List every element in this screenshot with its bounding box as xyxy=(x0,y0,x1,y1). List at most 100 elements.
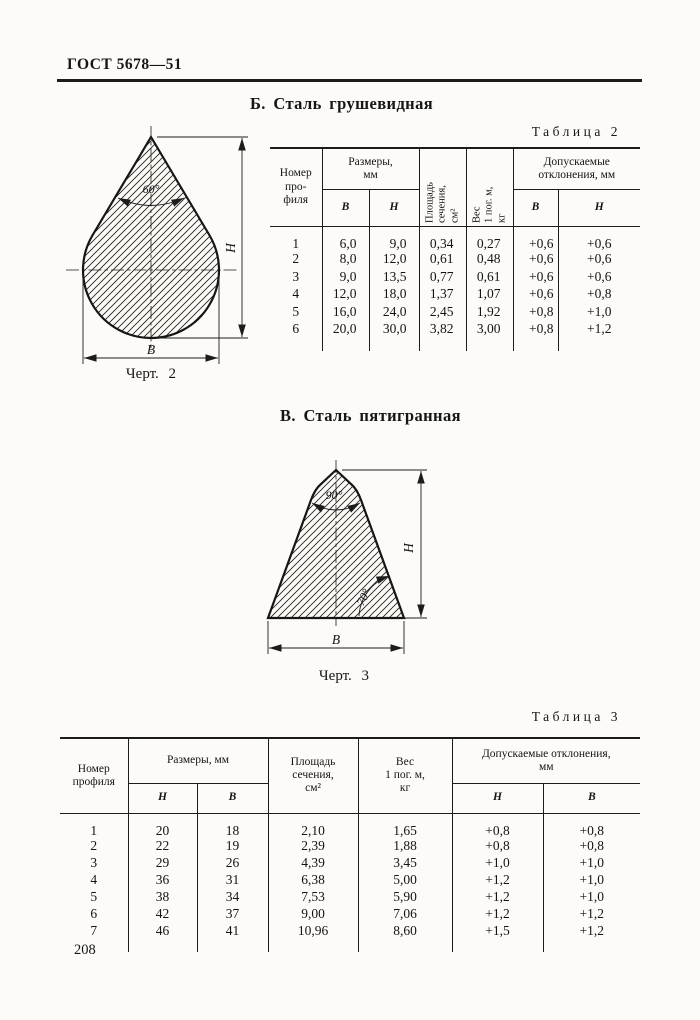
table-cell: +0,6 xyxy=(512,285,558,303)
t3-header-area: Площадь сечения, см² xyxy=(267,738,359,814)
figure-pentagon-drawing: 90° 70° Н В xyxy=(266,460,427,654)
t3-header-weight: Вес 1 пог. м, кг xyxy=(357,738,453,814)
table-cell: 4 xyxy=(90,871,98,887)
table-cell: 3,45 xyxy=(357,854,453,871)
figure-pear-drawing: 60° Н В xyxy=(66,126,248,364)
table-cell: 6,38 xyxy=(267,871,359,888)
t3-header-sizes-text: Размеры, мм xyxy=(166,754,230,767)
table-cell: 2 xyxy=(292,251,300,266)
table-cell: 7 xyxy=(90,922,98,938)
t3-header-deviations: Допускаемые отклонения, мм xyxy=(451,738,641,784)
table-cell: 0,61 xyxy=(465,267,513,285)
table-cell: 5,90 xyxy=(357,888,453,905)
spacer-cell xyxy=(267,939,359,952)
spacer-cell xyxy=(270,338,322,351)
table-cell: 4,39 xyxy=(267,854,359,871)
t2-header-deviations: Допускаемые отклонения, мм xyxy=(512,148,640,190)
spacer-cell xyxy=(418,337,466,351)
t3-header-area-text: Площадь сечения, см² xyxy=(290,755,336,795)
section-v-heading: В. Сталь пятигранная xyxy=(280,406,461,425)
t3-header-weight-text: Вес 1 пог. м, кг xyxy=(385,755,425,795)
t2-header-area: Площадь сечения, см² xyxy=(418,148,466,227)
figure-3-caption: Черт. 3 xyxy=(318,668,370,684)
table-2: Номер про- филя Размеры, мм Площадь сече… xyxy=(270,147,640,351)
section-b-heading: Б. Сталь грушевидная xyxy=(250,94,434,113)
table-cell: 6 xyxy=(292,321,300,336)
angle-label: 60° xyxy=(143,182,160,196)
table-cell: 1,92 xyxy=(465,302,513,320)
t3-header-profile: Номер профиля xyxy=(60,738,128,814)
table-cell: 5 xyxy=(292,303,300,319)
table-cell: 8,60 xyxy=(357,922,453,939)
top-angle-label: 90° xyxy=(326,488,343,502)
pentagon-profile-outline xyxy=(266,468,406,620)
table-cell: 20,0 xyxy=(321,320,369,338)
table-cell: 0,27 xyxy=(465,226,513,250)
table-cell: 1 xyxy=(90,822,98,838)
page-number: 208 xyxy=(74,942,96,958)
t3-header-profile-text: Номер профиля xyxy=(72,762,115,788)
t3-subheader-dev-h: Н xyxy=(451,783,544,814)
t3-header-sizes: Размеры, мм xyxy=(127,738,269,784)
table-cell: 0,34 xyxy=(418,226,466,250)
spacer-cell xyxy=(321,337,369,351)
table-cell: +1,0 xyxy=(451,854,544,871)
table-cell: +1,0 xyxy=(542,854,641,871)
table-cell: 4 xyxy=(292,286,300,301)
table-cell: 24,0 xyxy=(368,302,419,320)
table-cell: 1,37 xyxy=(418,285,466,303)
t2-subheader-dev-h: Н xyxy=(557,189,640,227)
table-cell: 2,10 xyxy=(267,813,359,837)
table-cell: 37 xyxy=(196,905,269,922)
table-cell: 10,96 xyxy=(267,922,359,939)
spacer-cell xyxy=(127,939,197,952)
table-cell: 38 xyxy=(127,888,197,905)
table-cell: +0,6 xyxy=(557,250,640,268)
table-cell: 12,0 xyxy=(321,285,369,303)
table-cell: 46 xyxy=(127,922,197,939)
angle-arc xyxy=(117,197,185,207)
table-3-header-row: Номер профиля Размеры, мм Площадь сечени… xyxy=(60,738,641,814)
table-cell: 8,0 xyxy=(321,250,369,268)
side-angle-label: 70° xyxy=(353,586,373,607)
table-cell: 2,45 xyxy=(418,302,466,320)
table-cell: 3 xyxy=(90,854,98,870)
table-bottom-extension xyxy=(60,939,641,952)
t3-header-deviations-text: Допускаемые отклонения, мм xyxy=(481,747,611,773)
table-cell: 3 xyxy=(292,268,300,284)
table-cell: 0,61 xyxy=(418,250,466,268)
table-cell: 20 xyxy=(127,813,197,837)
table-cell: +0,8 xyxy=(512,302,558,320)
spacer-cell xyxy=(557,337,640,351)
table-cell: 2,39 xyxy=(267,837,359,854)
table-cell: 7,06 xyxy=(357,905,453,922)
table-cell: +0,8 xyxy=(451,837,544,854)
height-label: Н xyxy=(401,542,416,554)
width-label: В xyxy=(332,632,340,647)
table-2-label: Таблица 2 xyxy=(531,124,621,139)
t2-header-profile-text: Номер про- филя xyxy=(279,167,312,206)
t3-subheader-sizes-b: В xyxy=(196,783,269,814)
table-2-header-row: Номер про- филя Размеры, мм Площадь сече… xyxy=(270,148,640,227)
table-cell: 36 xyxy=(127,871,197,888)
t2-header-weight-text: Вес 1 пог. м, кг xyxy=(470,186,507,224)
table-cell: 34 xyxy=(196,888,269,905)
t2-header-sizes-text: Размеры, мм xyxy=(348,155,393,181)
table-cell: +0,6 xyxy=(512,226,558,250)
table-cell: 12,0 xyxy=(368,250,419,268)
t2-header-area-text: Площадь сечения, см² xyxy=(423,182,460,224)
table-cell: +1,0 xyxy=(542,888,641,905)
table-cell: 42 xyxy=(127,905,197,922)
spacer-cell xyxy=(196,939,269,952)
t2-header-profile: Номер про- филя xyxy=(270,148,322,227)
spacer-cell xyxy=(465,337,513,351)
header-rule xyxy=(57,79,642,82)
table-cell: 1,07 xyxy=(465,285,513,303)
